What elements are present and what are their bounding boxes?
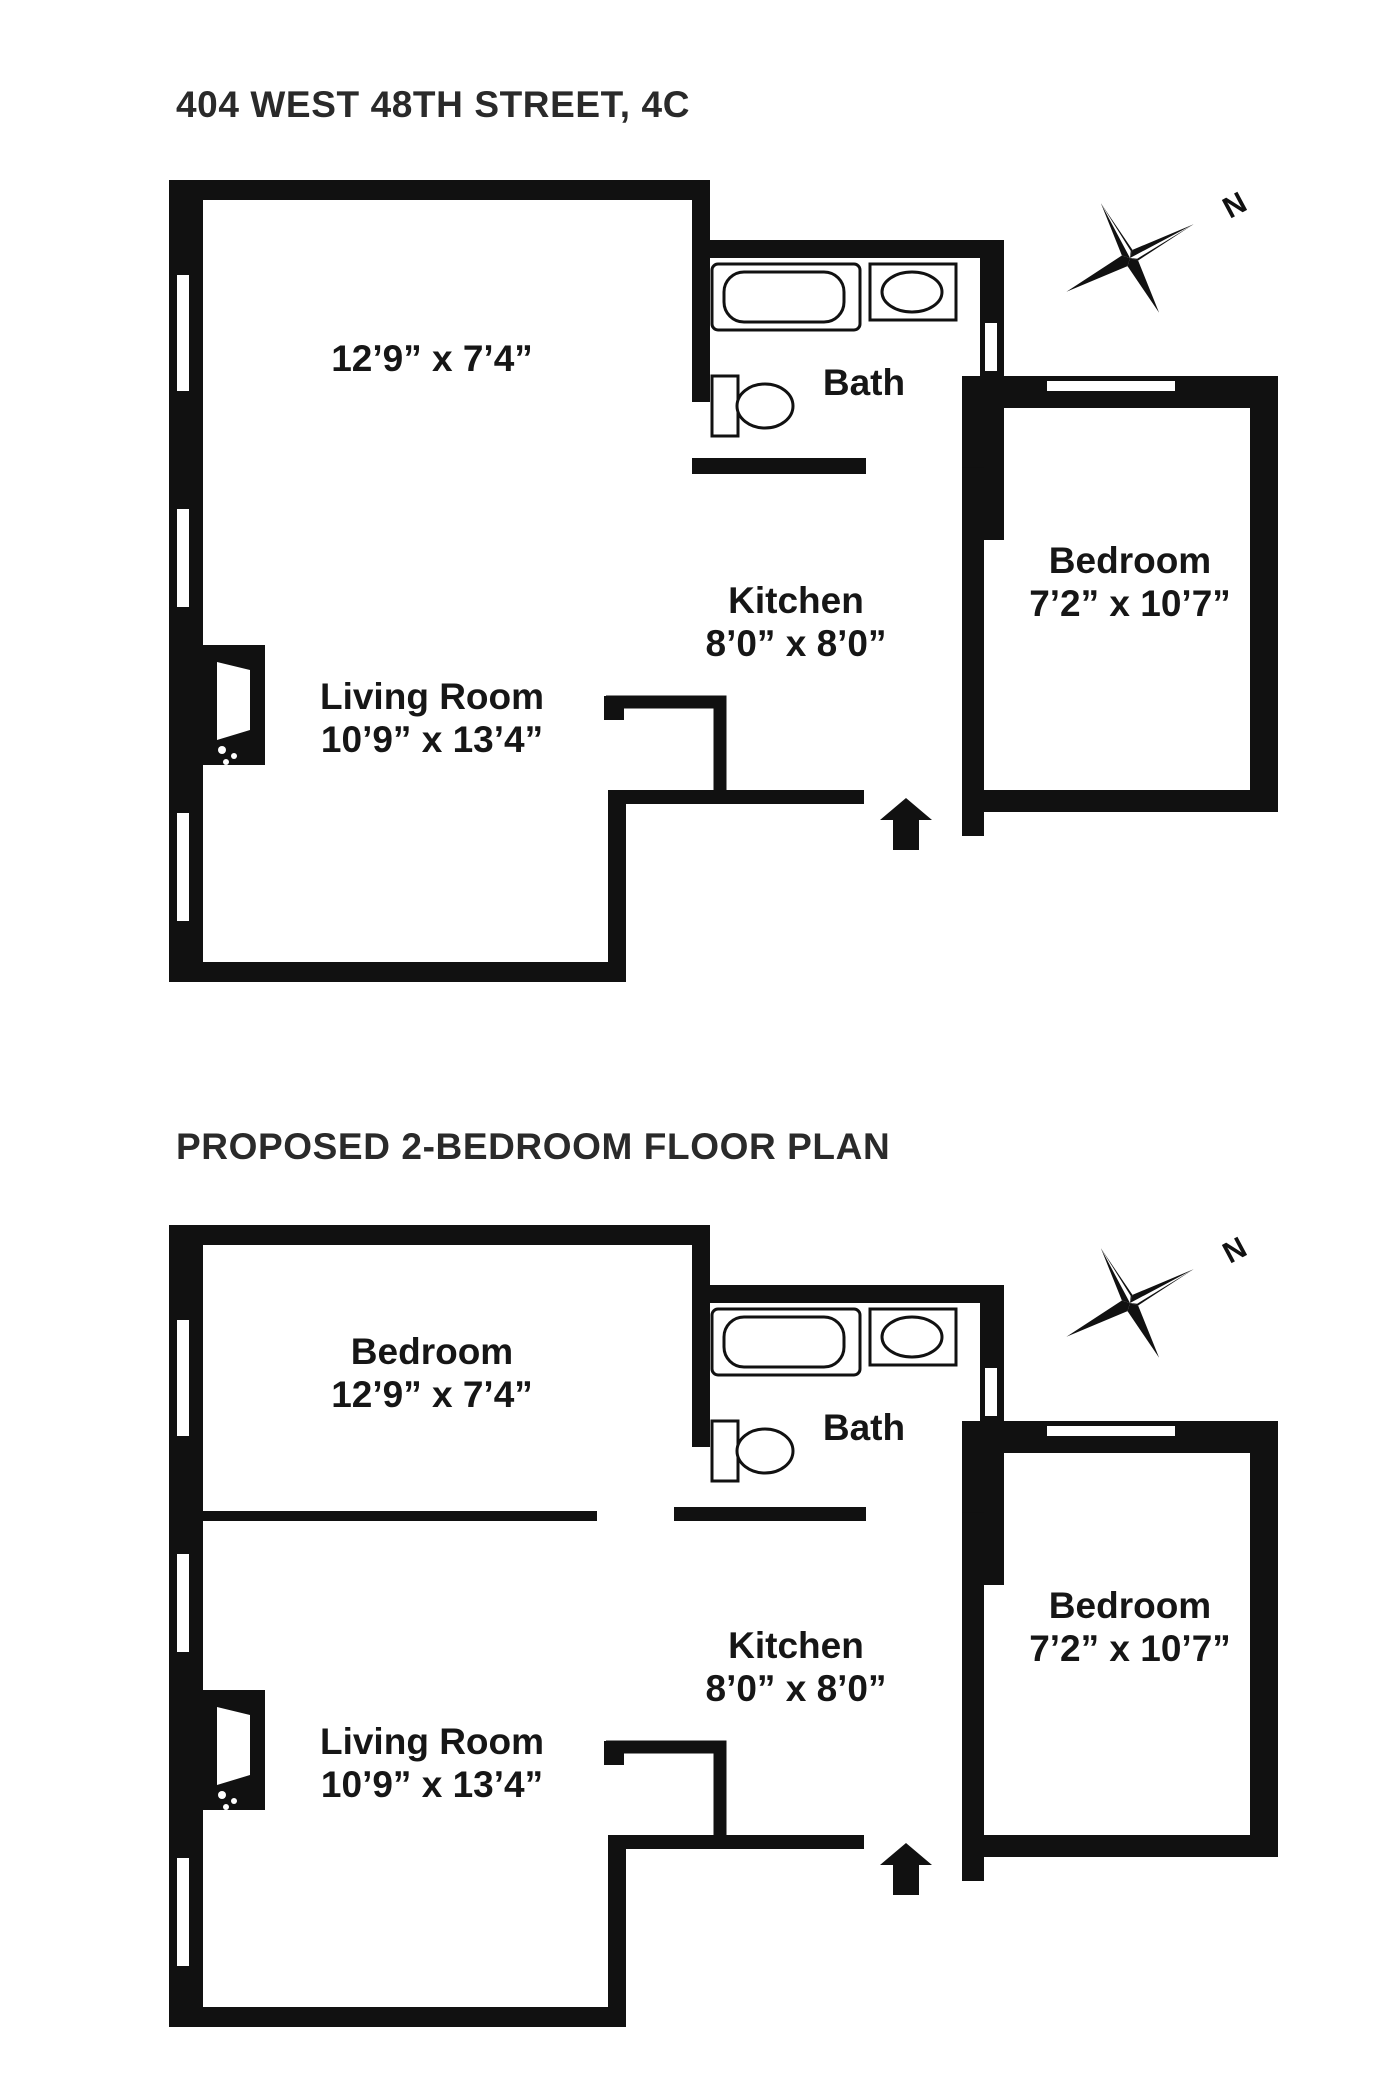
bedroom-door-jamb xyxy=(962,1815,984,1857)
sink-basin xyxy=(880,1315,944,1359)
window xyxy=(175,1318,191,1438)
toilet-tank xyxy=(710,1419,740,1483)
bedroom-left-wall-lower xyxy=(962,1453,984,1881)
window xyxy=(1045,1424,1177,1438)
step-wall xyxy=(608,790,626,982)
bathtub-basin xyxy=(722,1315,846,1369)
step-wall xyxy=(608,1835,626,2027)
window xyxy=(983,321,999,373)
room-label-front: 12’9” x 7’4” xyxy=(331,338,533,381)
room-name: Kitchen xyxy=(728,1625,864,1666)
room-dims: 12’9” x 7’4” xyxy=(331,338,533,379)
top-wall xyxy=(169,1225,709,1245)
bedroom-door-jamb xyxy=(962,770,984,812)
kitchen-bottom-wall xyxy=(608,790,864,804)
room-name: Bath xyxy=(822,1407,906,1448)
counter-end xyxy=(604,1741,624,1765)
window xyxy=(983,1366,999,1418)
room-name: Living Room xyxy=(319,676,545,717)
room-label-bedroom: Bedroom 7’2” x 10’7” xyxy=(1029,540,1231,625)
north-label: N xyxy=(1218,186,1253,225)
room-name: Kitchen xyxy=(728,580,864,621)
room-label-living: Living Room 10’9” x 13’4” xyxy=(320,1721,544,1806)
floor-plan-current: N 12’9” x 7’4” Bath Bedroom 7’2” x 10’7”… xyxy=(0,150,1400,1050)
bath-left-wall xyxy=(692,1225,710,1447)
room-dims: 12’9” x 7’4” xyxy=(331,1373,533,1415)
entry-arrow-icon xyxy=(880,1843,932,1895)
bottom-wall xyxy=(169,2007,625,2027)
room-name: Living Room xyxy=(319,1721,545,1762)
new-partition-wall xyxy=(203,1511,597,1521)
room-label-bedroom: Bedroom 7’2” x 10’7” xyxy=(1029,1585,1231,1670)
north-label: N xyxy=(1218,1231,1253,1270)
room-label-living: Living Room 10’9” x 13’4” xyxy=(320,676,544,761)
compass-star-icon xyxy=(1066,1248,1194,1358)
room-name: Bath xyxy=(822,362,906,403)
bath-bottom-wall xyxy=(692,458,866,474)
window xyxy=(175,273,191,393)
toilet-icon xyxy=(735,382,795,430)
toilet-icon xyxy=(735,1427,795,1475)
room-label-bath: Bath xyxy=(823,1407,905,1450)
bathtub-basin xyxy=(722,270,846,324)
kitchen-bottom-wall xyxy=(608,1835,864,1849)
bedroom-bottom-wall xyxy=(962,1835,1278,1857)
bath-top-wall xyxy=(692,1285,1004,1303)
entry-arrow-icon xyxy=(880,798,932,850)
window xyxy=(175,1552,191,1654)
bath-bottom-wall xyxy=(674,1507,866,1521)
floor-plan-drawing: N xyxy=(169,180,1278,982)
counter-end xyxy=(604,696,624,720)
kitchen-counter xyxy=(606,1740,727,1843)
sink-basin xyxy=(880,270,944,314)
room-dims: 10’9” x 13’4” xyxy=(320,1763,544,1805)
bedroom-bottom-wall xyxy=(962,790,1278,812)
room-dims: 7’2” x 10’7” xyxy=(1029,582,1231,624)
window xyxy=(175,811,191,923)
compass-star-icon xyxy=(1066,203,1194,313)
toilet-tank xyxy=(710,374,740,438)
plan-title-proposed: PROPOSED 2-BEDROOM FLOOR PLAN xyxy=(176,1126,891,1167)
room-label-kitchen: Kitchen 8’0” x 8’0” xyxy=(705,580,886,665)
bath-left-wall xyxy=(692,180,710,402)
fireplace-icon xyxy=(203,645,265,765)
room-dims: 10’9” x 13’4” xyxy=(320,718,544,760)
bottom-wall xyxy=(169,962,625,982)
top-wall xyxy=(169,180,709,200)
room-label-kitchen: Kitchen 8’0” x 8’0” xyxy=(705,1625,886,1710)
room-name: Bedroom xyxy=(1048,540,1212,581)
room-dims: 8’0” x 8’0” xyxy=(705,622,887,664)
bedroom-right-wall xyxy=(1250,1421,1278,1857)
plan-title-current: 404 WEST 48TH STREET, 4C xyxy=(176,84,691,125)
room-name: Bedroom xyxy=(1048,1585,1212,1626)
room-label-bath: Bath xyxy=(823,362,905,405)
kitchen-counter xyxy=(606,695,727,798)
bedroom-right-wall xyxy=(1250,376,1278,812)
room-name: Bedroom xyxy=(350,1331,514,1372)
window xyxy=(175,1856,191,1968)
floor-plan-proposed: N Bedroom 12’9” x 7’4” Bath Bedroom 7’2”… xyxy=(0,1195,1400,2095)
window xyxy=(1045,379,1177,393)
room-dims: 7’2” x 10’7” xyxy=(1029,1627,1231,1669)
floor-plan-drawing: N xyxy=(169,1225,1278,2027)
room-label-front-bedroom: Bedroom 12’9” x 7’4” xyxy=(331,1331,533,1416)
fireplace-icon xyxy=(203,1690,265,1810)
bedroom-left-wall-lower xyxy=(962,408,984,836)
window xyxy=(175,507,191,609)
room-dims: 8’0” x 8’0” xyxy=(705,1667,887,1709)
bath-top-wall xyxy=(692,240,1004,258)
